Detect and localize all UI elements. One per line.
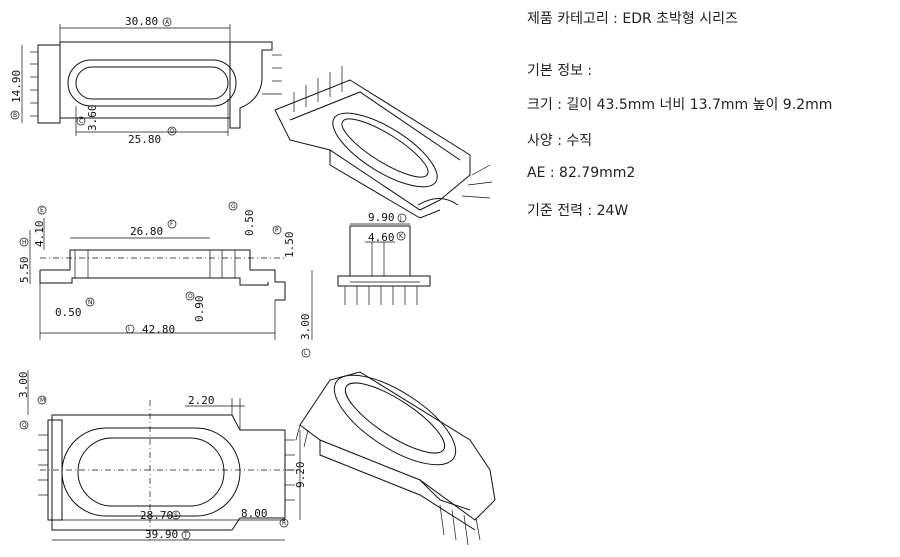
bottom-view [27, 370, 301, 541]
marker-s: S [174, 512, 178, 519]
dim-5-50: 5.50 [18, 257, 31, 284]
dim-4-10: 4.10 [33, 221, 46, 248]
marker-b: B [13, 112, 17, 119]
dim-0-50-bot: 0.50 [55, 306, 82, 319]
basic-info-heading: 기본 정보 : [527, 63, 593, 79]
dim-3-60: 3.60 [86, 105, 99, 132]
dim-8-00: 8.00 [241, 507, 268, 520]
marker-e: E [40, 207, 44, 214]
dim-9-90: 9.90 [368, 211, 395, 224]
end-view [337, 223, 431, 305]
dim-3-00-side: 3.00 [299, 314, 312, 341]
ae-info: AE : 82.79mm2 [527, 165, 636, 181]
dim-9-20: 9.20 [294, 462, 307, 489]
marker-m: M [40, 397, 45, 404]
product-category: 제품 카테고리 : EDR 초박형 시리즈 [527, 11, 738, 27]
marker-k: K [399, 233, 404, 240]
dim-4-60: 4.60 [368, 231, 395, 244]
dim-14-90: 14.90 [10, 70, 23, 103]
marker-f: F [170, 221, 174, 228]
dim-2-20: 2.20 [188, 394, 215, 407]
top-view [21, 24, 282, 136]
dim-28-70: 28.70 [140, 509, 173, 522]
technical-drawing: 30.80 A 14.90 B C 3.60 25.80 D [10, 15, 496, 546]
side-view [29, 218, 313, 340]
dim-26-80: 26.80 [130, 225, 163, 238]
dim-0-50-top: 0.50 [243, 210, 256, 237]
marker-g: G [231, 203, 236, 210]
marker-i: I [128, 326, 130, 333]
dim-42-80: 42.80 [142, 323, 175, 336]
dim-30-80: 30.80 [125, 15, 158, 28]
marker-l: L [304, 350, 308, 357]
marker-p: P [275, 227, 279, 234]
marker-n: N [88, 299, 93, 306]
dim-1-50: 1.50 [283, 232, 296, 259]
isometric-view-top [274, 66, 493, 219]
dim-3-00-bottom: 3.00 [17, 372, 30, 399]
dim-0-90: 0.90 [193, 296, 206, 323]
marker-d: D [170, 128, 175, 135]
marker-c: C [79, 118, 83, 125]
dim-39-90: 39.90 [145, 528, 178, 541]
isometric-view-bottom [295, 371, 496, 546]
spec-info: 사양 : 수직 [527, 133, 593, 149]
marker-t: T [183, 532, 188, 539]
marker-h: H [22, 239, 27, 246]
marker-q: Q [22, 422, 27, 429]
marker-r: R [282, 520, 286, 527]
marker-a: A [165, 19, 170, 26]
power-info: 기준 전력 : 24W [527, 203, 629, 219]
marker-j: J [399, 215, 402, 222]
marker-o: O [188, 293, 193, 300]
dim-25-80: 25.80 [128, 133, 161, 146]
size-info: 크기 : 길이 43.5mm 너비 13.7mm 높이 9.2mm [527, 97, 833, 113]
